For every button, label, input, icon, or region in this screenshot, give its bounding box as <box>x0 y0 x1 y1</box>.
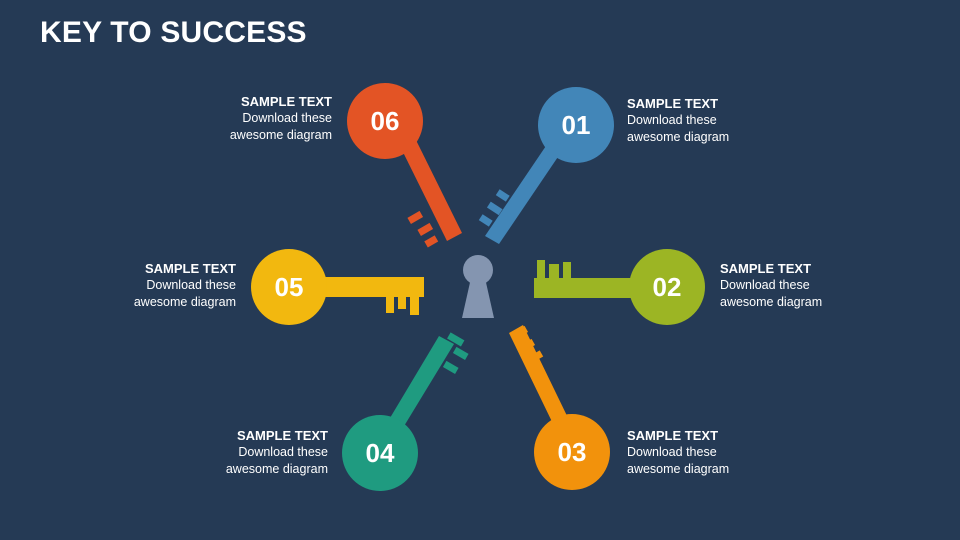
label-02: SAMPLE TEXT Download these awesome diagr… <box>720 260 880 311</box>
key-06-tooth <box>417 222 434 236</box>
key-01-tooth <box>495 189 510 202</box>
label-02-line1: Download these <box>720 278 810 292</box>
label-01-line1: Download these <box>627 113 717 127</box>
label-01-line2: awesome diagram <box>627 130 730 144</box>
key-04-bow <box>342 415 418 491</box>
key-03: 03 <box>509 325 610 490</box>
key-01-tooth <box>486 201 503 216</box>
label-05-line2: awesome diagram <box>133 295 236 309</box>
key-05-number: 05 <box>275 272 304 302</box>
key-05-tooth <box>410 297 419 315</box>
key-05-shaft <box>312 277 424 297</box>
key-03-tooth <box>529 350 544 363</box>
key-04-number: 04 <box>366 438 395 468</box>
label-02-line2: awesome diagram <box>720 295 823 309</box>
slide-title: KEY TO SUCCESS <box>40 16 307 49</box>
label-03-heading: SAMPLE TEXT <box>627 428 719 443</box>
key-01: 01 <box>478 87 614 244</box>
key-05-tooth <box>386 297 394 313</box>
key-03-shaft <box>509 325 570 430</box>
key-02: 02 <box>534 249 705 325</box>
key-03-number: 03 <box>558 437 587 467</box>
label-04: SAMPLE TEXT Download these awesome diagr… <box>168 427 328 478</box>
label-06: SAMPLE TEXT Download these awesome diagr… <box>172 93 332 144</box>
label-05-heading: SAMPLE TEXT <box>144 261 236 276</box>
key-06-tooth <box>407 210 424 224</box>
label-06-heading: SAMPLE TEXT <box>240 94 332 109</box>
key-02-tooth <box>549 264 559 278</box>
key-05-tooth <box>398 297 406 309</box>
key-01-tooth <box>478 214 493 227</box>
label-04-line2: awesome diagram <box>225 462 328 476</box>
label-06-line2: awesome diagram <box>229 128 332 142</box>
key-04-shaft <box>384 336 454 436</box>
key-02-number: 02 <box>653 272 682 302</box>
label-03-line2: awesome diagram <box>627 462 730 476</box>
key-01-bow <box>538 87 614 163</box>
key-04-tooth <box>447 332 465 347</box>
label-05-line1: Download these <box>146 278 236 292</box>
label-02-heading: SAMPLE TEXT <box>720 261 812 276</box>
key-02-shaft <box>534 278 640 298</box>
key-06: 06 <box>347 83 462 248</box>
key-06-number: 06 <box>371 106 400 136</box>
label-04-heading: SAMPLE TEXT <box>236 428 328 443</box>
key-04: 04 <box>342 332 469 491</box>
key-06-shaft <box>397 132 462 241</box>
key-01-number: 01 <box>562 110 591 140</box>
key-04-tooth <box>442 360 459 374</box>
label-03: SAMPLE TEXT Download these awesome diagr… <box>627 427 787 478</box>
key-03-tooth <box>512 325 529 339</box>
key-01-shaft <box>485 137 566 244</box>
key-05: 05 <box>251 249 424 325</box>
keyhole-icon <box>462 255 494 318</box>
key-04-tooth <box>452 346 469 360</box>
label-03-line1: Download these <box>627 445 717 459</box>
key-02-tooth <box>563 262 571 278</box>
key-02-tooth <box>537 260 545 278</box>
label-01-heading: SAMPLE TEXT <box>627 96 719 111</box>
label-04-line1: Download these <box>238 445 328 459</box>
key-03-tooth <box>519 338 536 352</box>
label-01: SAMPLE TEXT Download these awesome diagr… <box>627 95 787 146</box>
key-06-tooth <box>424 235 439 248</box>
key-05-bow <box>251 249 327 325</box>
key-02-bow <box>629 249 705 325</box>
key-06-bow <box>347 83 423 159</box>
key-03-bow <box>534 414 610 490</box>
label-05: SAMPLE TEXT Download these awesome diagr… <box>76 260 236 311</box>
label-06-line1: Download these <box>242 111 332 125</box>
